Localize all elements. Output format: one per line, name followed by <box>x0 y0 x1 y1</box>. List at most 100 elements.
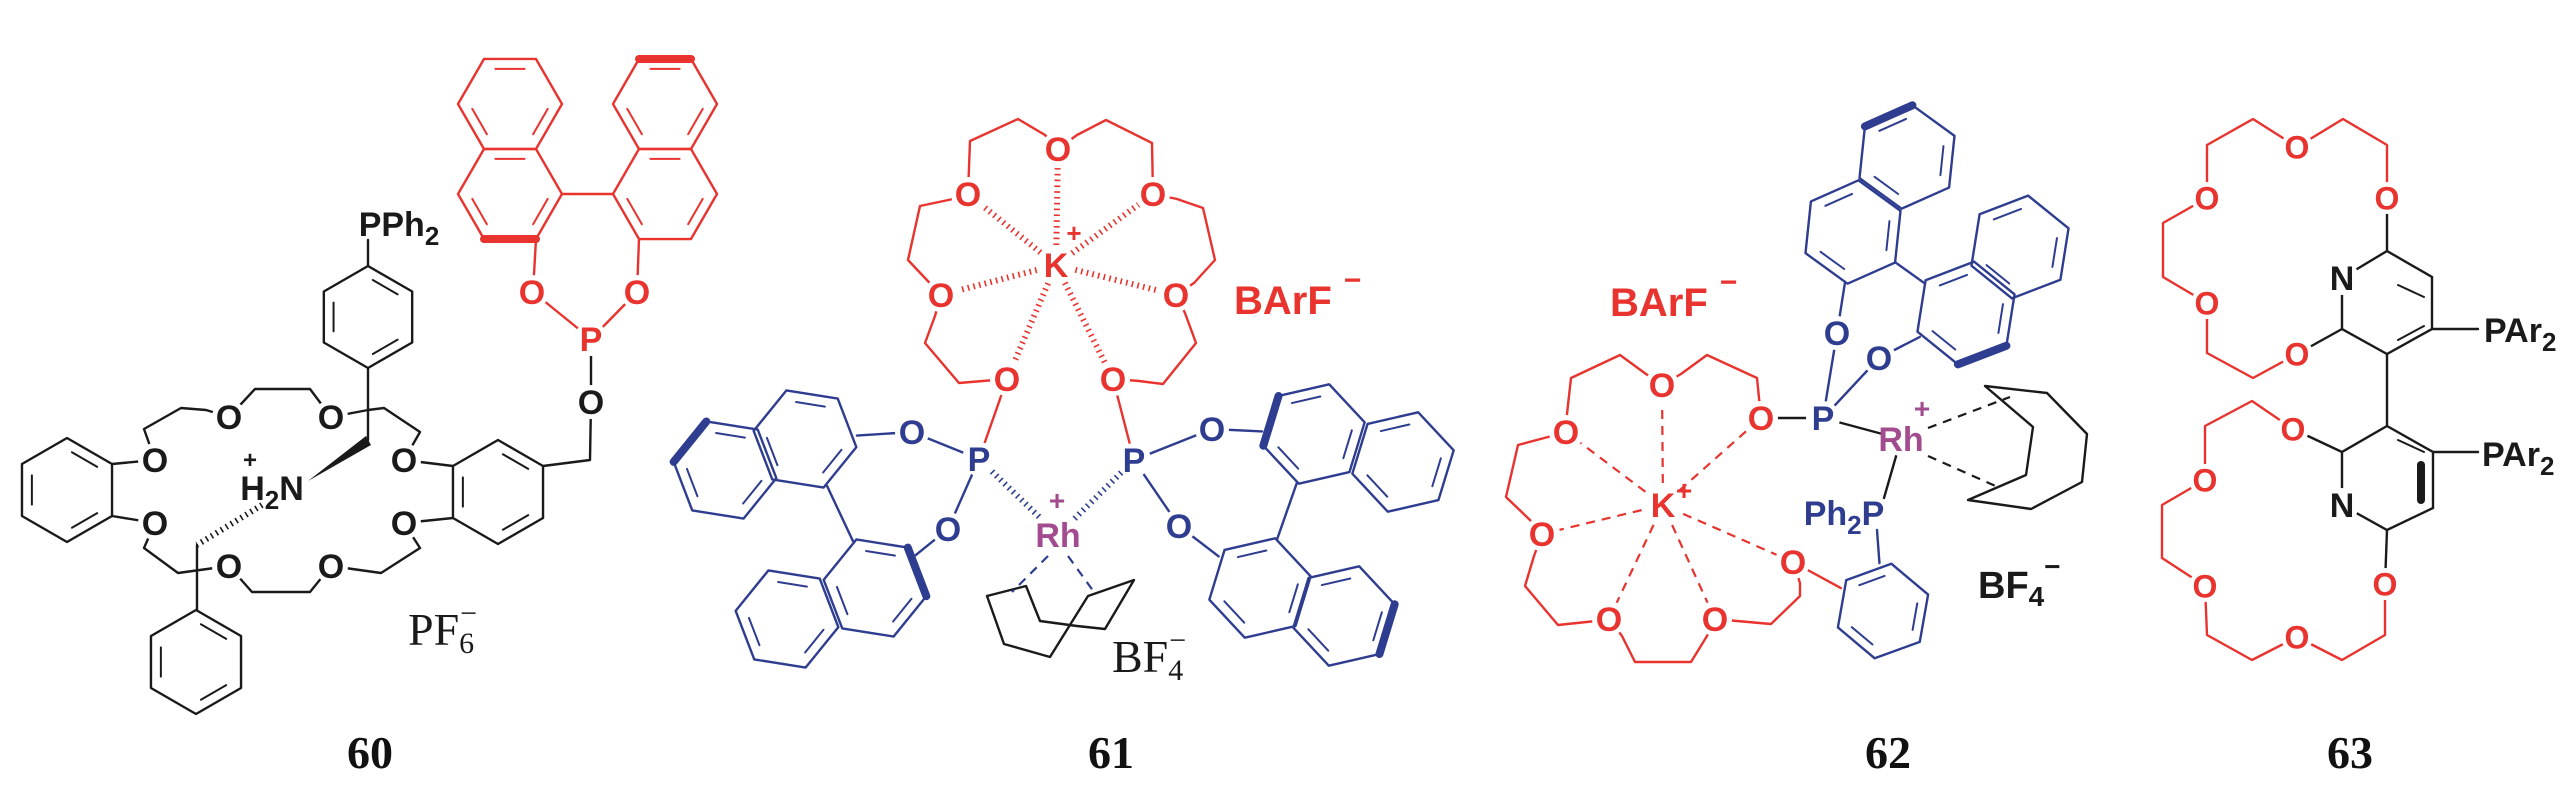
double-bond-line <box>626 107 643 136</box>
atom-mask <box>1041 518 1075 552</box>
atom-mask <box>2191 287 2223 319</box>
barf-charge: − <box>1344 264 1362 297</box>
oxygen-atom: O <box>1596 601 1622 639</box>
double-bond-line <box>2051 237 2058 268</box>
rhodium-atom: Rh <box>1878 421 1923 459</box>
double-bond-line <box>1997 303 2004 334</box>
atom-mask <box>2281 131 2313 163</box>
naphthyl-ring <box>456 57 564 151</box>
oxygen-atom: O <box>1649 367 1675 405</box>
double-bond-line <box>1850 626 1874 646</box>
binaphthyl-ring <box>1208 537 1312 639</box>
naphthyl-ring <box>611 57 719 151</box>
h2n-h: H <box>240 470 265 508</box>
double-bond-line <box>70 512 99 529</box>
double-bond-line <box>1290 395 1322 405</box>
oxygen-atom: O <box>1748 400 1774 438</box>
k-o-coordination <box>1070 202 1141 256</box>
p-rh-coordination <box>1071 470 1124 522</box>
atom-mask <box>1195 412 1229 446</box>
binaphthyl-ring <box>1351 411 1455 513</box>
potassium-charge: + <box>1066 218 1081 248</box>
oxygen-atom: O <box>2373 567 2398 603</box>
oxygen-atom: O <box>142 442 168 480</box>
double-bond-line <box>501 514 530 531</box>
atom-mask <box>1806 401 1840 435</box>
double-bond-line <box>2397 439 2425 453</box>
potassium-atom: K <box>1651 487 1676 525</box>
catechol-ring <box>451 438 545 546</box>
atom-mask <box>2189 570 2221 602</box>
oxygen-atom: O <box>578 384 604 422</box>
k-o-coordination <box>1559 509 1642 531</box>
oxygen-atom: O <box>1166 508 1192 546</box>
counterion-bf4: BF4− <box>1112 624 1186 687</box>
biaryl-bond <box>1894 261 1925 284</box>
atom-mask <box>574 322 608 356</box>
double-bond-line <box>1431 457 1442 488</box>
compound-number-61: 61 <box>1088 727 1134 778</box>
k-o-coordination <box>980 202 1043 255</box>
compound-61: BArF− BF4− 61 <box>1088 264 1361 778</box>
bf4-charge: − <box>1169 624 1186 657</box>
k-o-coordination <box>957 267 1038 294</box>
crown-ether-chain <box>110 387 455 468</box>
bold-bond <box>1259 391 1283 450</box>
atom-mask <box>387 506 421 540</box>
double-bond-line <box>804 628 825 654</box>
double-bond-line <box>371 338 399 355</box>
atom-mask <box>1862 341 1896 375</box>
double-bond-line <box>2397 284 2425 298</box>
barf-base: BArF <box>1610 281 1708 325</box>
barf-base: BArF <box>1234 279 1332 323</box>
double-bond-line <box>199 623 228 640</box>
potassium-atom: K <box>1044 247 1069 285</box>
atom-mask <box>314 549 348 583</box>
double-bond-line <box>1819 250 1846 271</box>
oxygen-atom: O <box>318 548 344 586</box>
ammonium-charge: + <box>243 447 257 474</box>
ph2p-label: Ph2P <box>1804 495 1885 540</box>
oxygen-atom: O <box>1780 544 1806 582</box>
par2-base: PAr <box>2482 436 2540 474</box>
rh-alkene-coordination <box>1927 395 2011 430</box>
atom-mask <box>2369 568 2401 600</box>
atom-mask <box>1698 602 1732 636</box>
cod-ligand <box>985 578 1136 659</box>
double-bond-line <box>1288 583 1299 614</box>
double-bond-line <box>1911 602 1919 631</box>
h2n-subscript: 2 <box>265 485 279 515</box>
phosphorus-atom: P <box>968 441 991 479</box>
k-o-coordination <box>1011 282 1051 364</box>
double-bond-line <box>471 107 488 136</box>
oxygen-atom: O <box>1824 315 1850 353</box>
bond <box>1875 528 1881 565</box>
oxygen-atom: O <box>216 548 242 586</box>
double-bond-line <box>747 616 761 647</box>
counterion-barf: BArF− <box>1610 266 1737 325</box>
compound-number-60: 60 <box>347 727 393 778</box>
oxygen-atom: O <box>955 176 981 214</box>
oxygen-atom: O <box>1702 601 1728 639</box>
nitrogen-atom: N <box>2330 487 2355 525</box>
atom-mask <box>138 506 172 540</box>
p-rh-coordination <box>989 469 1045 522</box>
counterion-pf6: PF6− <box>408 597 477 660</box>
oxygen-atom: O <box>935 511 961 549</box>
rh-alkene-coordination <box>1011 555 1049 593</box>
oxygen-atom: O <box>1045 131 1071 169</box>
atom-mask <box>1041 132 1075 166</box>
counterion-bf4: BF4− <box>1978 551 2061 612</box>
double-bond-line <box>1858 574 1886 587</box>
bold-bond <box>1953 341 2011 369</box>
atom-mask <box>951 177 985 211</box>
pf6-base: PF <box>408 604 459 655</box>
oxygen-atom: O <box>2285 337 2310 373</box>
naphthyl-ring <box>456 147 564 241</box>
double-bond-line <box>1985 264 2011 285</box>
atom-mask <box>2281 621 2313 653</box>
bold-bond <box>903 543 931 601</box>
atom-mask <box>314 400 348 434</box>
oxygen-atom: O <box>1199 411 1225 449</box>
double-bond-line <box>70 451 99 468</box>
